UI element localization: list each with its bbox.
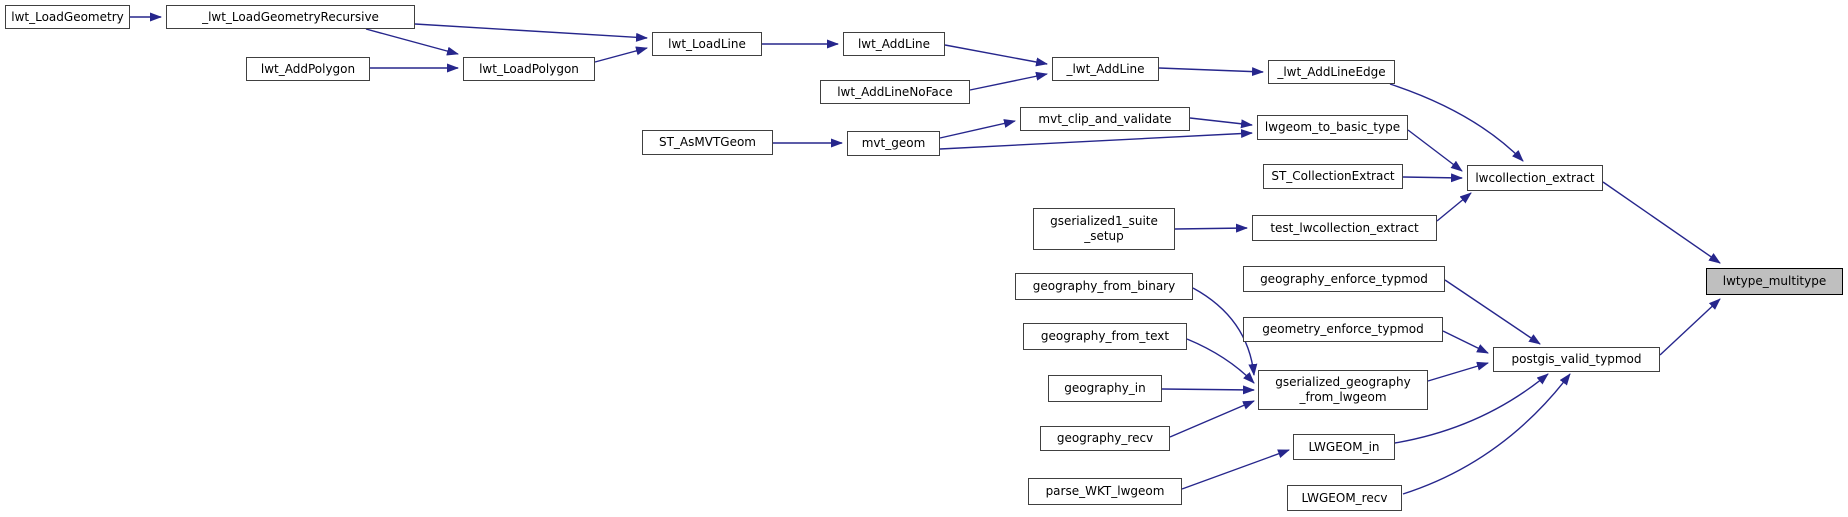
edge-postgis_valid_typmod-to-lwtype_multitype (1659, 298, 1721, 356)
edge-geography_from_text-to-gserialized_geography_from_lwgeom (1186, 338, 1255, 384)
node-lwgeom_to_basic_type[interactable]: lwgeom_to_basic_type (1257, 115, 1408, 140)
node-lwt_LoadGeometry[interactable]: lwt_LoadGeometry (5, 5, 130, 29)
node-lwt_LoadLine[interactable]: lwt_LoadLine (652, 32, 762, 56)
node-LWGEOM_in[interactable]: LWGEOM_in (1293, 434, 1395, 460)
node-geography_in[interactable]: geography_in (1048, 375, 1162, 402)
edge-geography_in-to-gserialized_geography_from_lwgeom (1161, 385, 1255, 395)
edge-ST_CollectionExtract-to-lwcollection_extract (1402, 173, 1463, 183)
node-gserialized_geography_from_lwgeom[interactable]: gserialized_geography _from_lwgeom (1258, 370, 1428, 410)
node-geography_from_text[interactable]: geography_from_text (1023, 323, 1187, 350)
node-lwt_AddLine[interactable]: lwt_AddLine (843, 32, 945, 56)
node-test_lwcollection_extract[interactable]: test_lwcollection_extract (1252, 215, 1437, 241)
edge-mvt_geom-to-mvt_clip_and_validate (939, 119, 1016, 139)
node-gserialized1_suite_setup[interactable]: gserialized1_suite _setup (1033, 208, 1175, 250)
node-geography_enforce_typmod[interactable]: geography_enforce_typmod (1243, 266, 1445, 292)
edge-mvt_clip_and_validate-to-lwgeom_to_basic_type (1189, 117, 1253, 129)
node-geometry_enforce_typmod[interactable]: geometry_enforce_typmod (1243, 317, 1443, 342)
node-lwtype_multitype[interactable]: lwtype_multitype (1706, 268, 1843, 295)
edge-geography_recv-to-gserialized_geography_from_lwgeom (1169, 400, 1255, 438)
node-lwcollection_extract[interactable]: lwcollection_extract (1467, 165, 1603, 191)
edge-geography_enforce_typmod-to-postgis_valid_typmod (1444, 279, 1541, 345)
node-parse_WKT_lwgeom[interactable]: parse_WKT_lwgeom (1028, 478, 1182, 505)
node-mvt_geom[interactable]: mvt_geom (847, 131, 940, 156)
node-_lwt_AddLine[interactable]: _lwt_AddLine (1052, 57, 1159, 81)
edge-test_lwcollection_extract-to-lwcollection_extract (1436, 192, 1472, 222)
node-_lwt_AddLineEdge[interactable]: _lwt_AddLineEdge (1268, 60, 1395, 84)
node-LWGEOM_recv[interactable]: LWGEOM_recv (1287, 485, 1402, 511)
node-lwt_AddLineNoFace[interactable]: lwt_AddLineNoFace (820, 80, 970, 104)
edge-_lwt_AddLineEdge-to-lwcollection_extract (1389, 83, 1524, 162)
node-_lwt_LoadGeometryRecursive[interactable]: _lwt_LoadGeometryRecursive (166, 5, 415, 29)
node-ST_AsMVTGeom[interactable]: ST_AsMVTGeom (642, 130, 773, 155)
edge-LWGEOM_recv-to-postgis_valid_typmod (1402, 373, 1571, 495)
edge-gserialized1_suite_setup-to-test_lwcollection_extract (1174, 223, 1248, 233)
edge-parse_WKT_lwgeom-to-LWGEOM_in (1181, 449, 1290, 490)
node-geography_from_binary[interactable]: geography_from_binary (1015, 273, 1193, 300)
edge-_lwt_LoadGeometryRecursive-to-lwt_LoadPolygon (365, 28, 459, 56)
edge-lwt_AddLineNoFace-to-_lwt_AddLine (969, 71, 1048, 91)
node-lwt_AddPolygon[interactable]: lwt_AddPolygon (246, 57, 370, 81)
node-mvt_clip_and_validate[interactable]: mvt_clip_and_validate (1020, 107, 1190, 131)
edge-lwcollection_extract-to-lwtype_multitype (1602, 181, 1721, 264)
edge-lwt_LoadPolygon-to-lwt_LoadLine (594, 46, 648, 63)
node-lwt_LoadPolygon[interactable]: lwt_LoadPolygon (463, 57, 595, 81)
edge-lwt_AddLine-to-_lwt_AddLine (944, 44, 1048, 67)
edge-LWGEOM_in-to-postgis_valid_typmod (1394, 373, 1549, 444)
edge-_lwt_AddLine-to-_lwt_AddLineEdge (1158, 67, 1264, 77)
node-geography_recv[interactable]: geography_recv (1040, 426, 1170, 451)
node-postgis_valid_typmod[interactable]: postgis_valid_typmod (1493, 347, 1660, 372)
edge-lwgeom_to_basic_type-to-lwcollection_extract (1407, 129, 1463, 172)
edge-mvt_geom-to-lwgeom_to_basic_type (939, 129, 1253, 150)
edge-geography_from_binary-to-gserialized_geography_from_lwgeom (1192, 287, 1258, 376)
edge-_lwt_LoadGeometryRecursive-to-lwt_LoadLine (414, 23, 648, 42)
edge-geometry_enforce_typmod-to-postgis_valid_typmod (1442, 330, 1489, 354)
edge-gserialized_geography_from_lwgeom-to-postgis_valid_typmod (1427, 361, 1489, 382)
node-ST_CollectionExtract[interactable]: ST_CollectionExtract (1263, 164, 1403, 189)
